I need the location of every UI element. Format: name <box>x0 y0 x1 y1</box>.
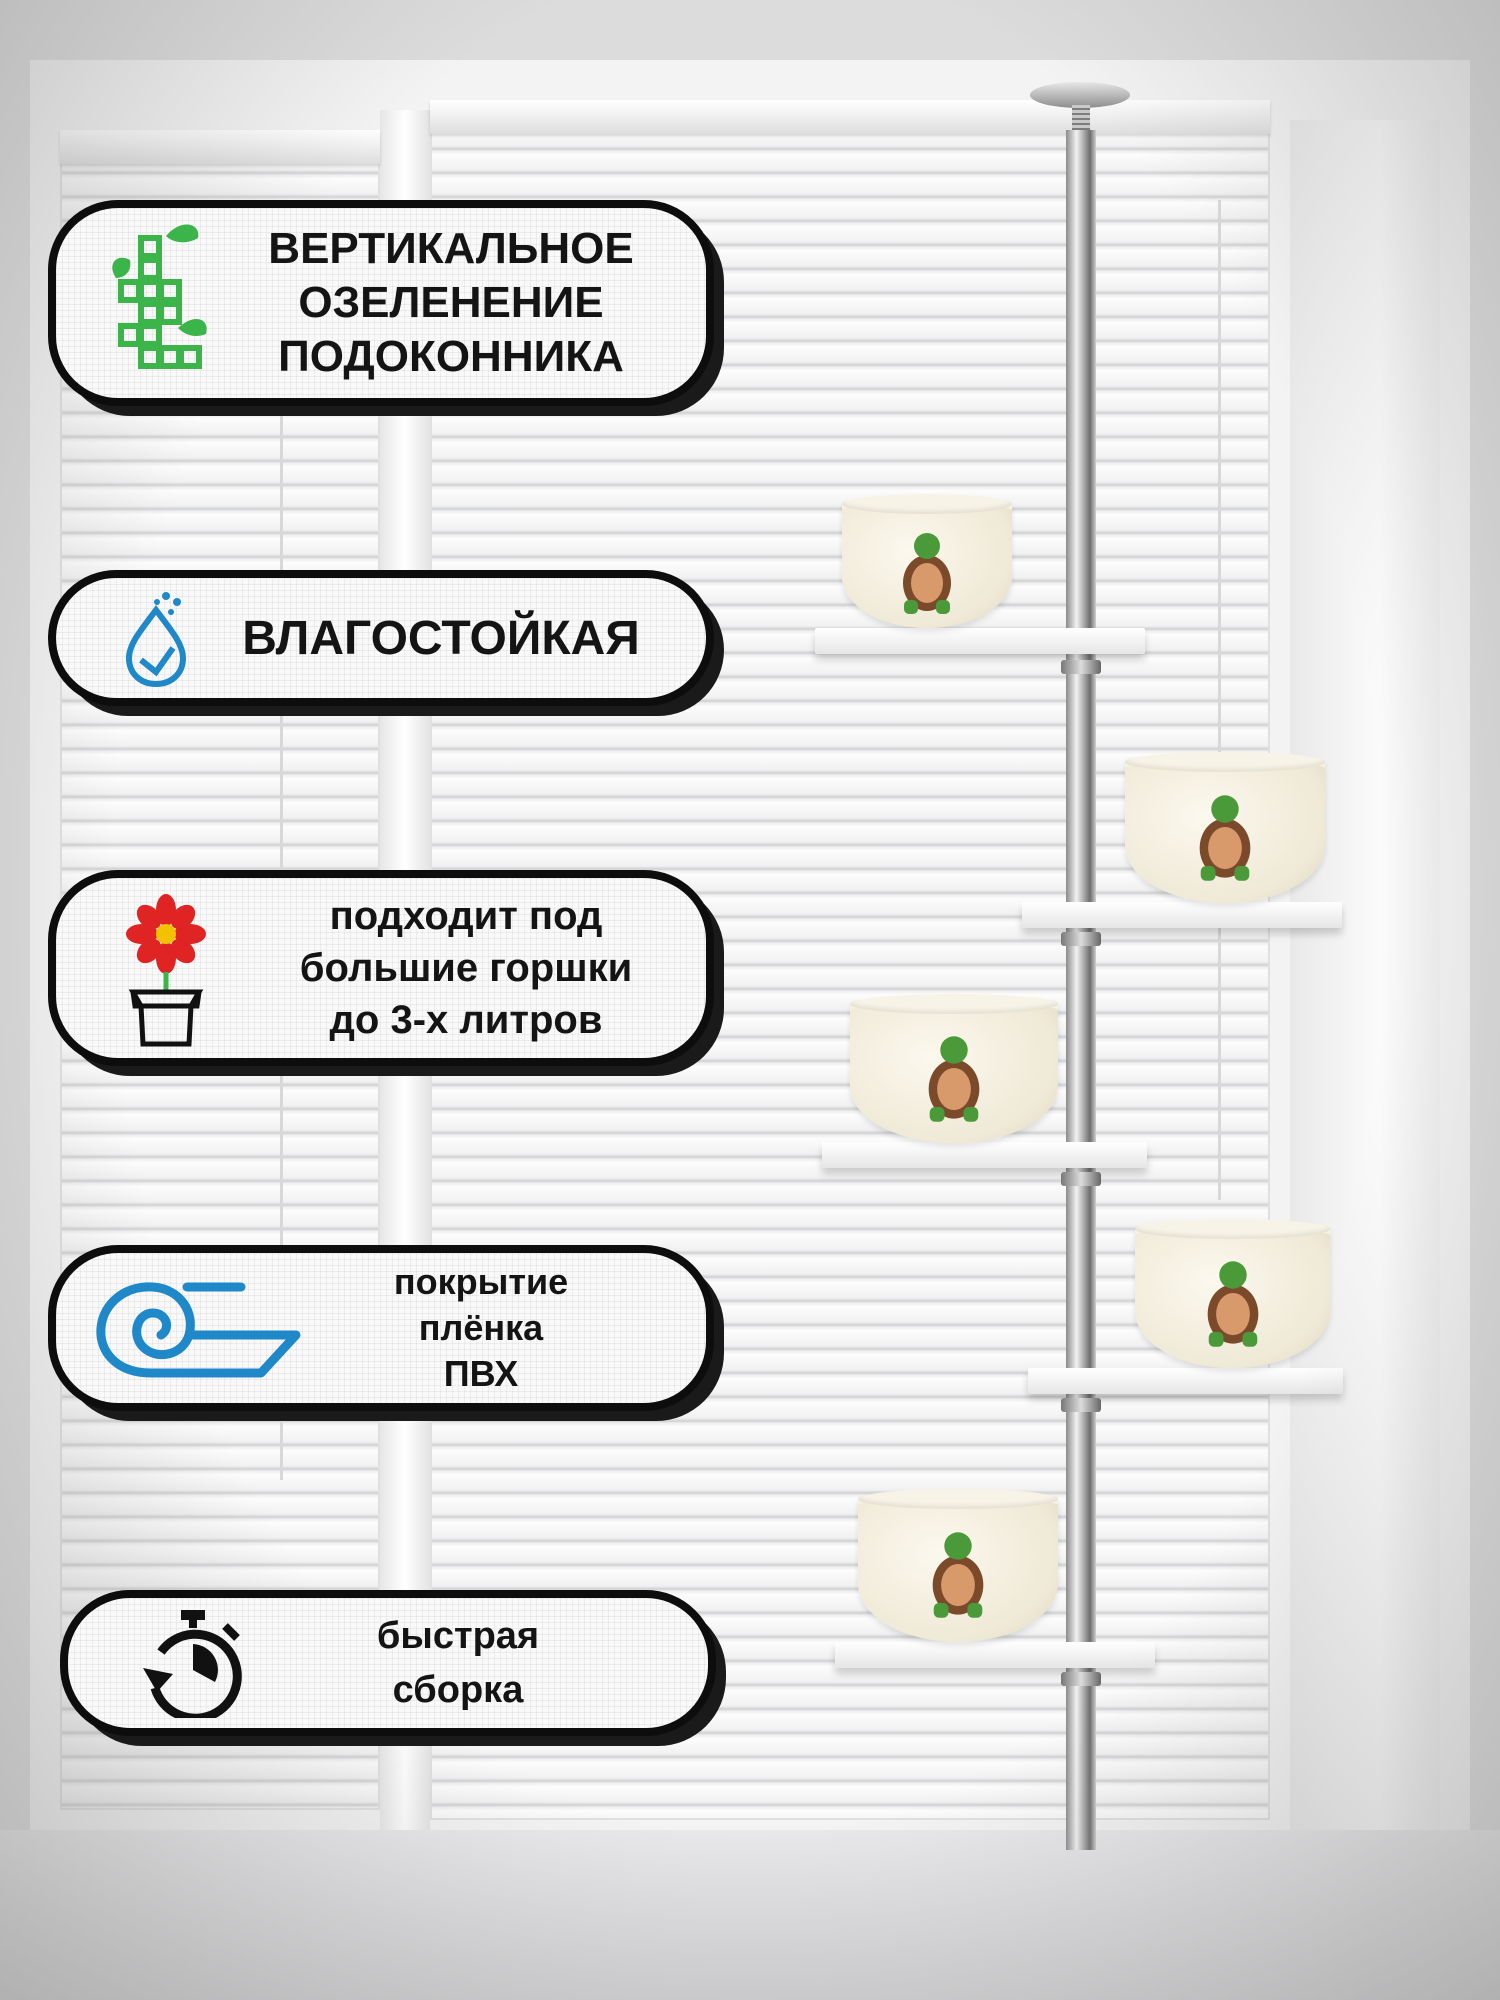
feature-line: ВЕРТИКАЛЬНОЕ <box>268 224 634 273</box>
window-recess <box>1290 120 1440 1840</box>
feature-card-pvc-film: покрытие плёнка ПВХ <box>48 1245 714 1411</box>
feature-text: быстрая сборка <box>308 1598 608 1728</box>
feature-card-quick-assembly: быстрая сборка <box>60 1590 716 1736</box>
flower-pot <box>1125 752 1325 903</box>
water-drop-icon <box>111 588 201 688</box>
flower-pot <box>842 494 1012 628</box>
feature-line: плёнка <box>418 1307 544 1348</box>
pole-collar <box>1061 1398 1101 1412</box>
flower-pot <box>850 994 1058 1143</box>
shelf <box>815 628 1145 654</box>
film-roll-icon <box>91 1273 301 1383</box>
vertical-garden-icon <box>106 218 216 388</box>
flower-pot <box>1135 1219 1330 1368</box>
turtle-icon <box>932 1532 984 1619</box>
blind-cord <box>1218 200 1221 1200</box>
feature-card-moisture-resistant: ВЛАГОСТОЙКАЯ <box>48 570 714 706</box>
feature-card-vertical-greening: ВЕРТИКАЛЬНОЕ ОЗЕЛЕНЕНИЕ ПОДОКОННИКА <box>48 200 714 406</box>
feature-line: ОЗЕЛЕНЕНИЕ <box>298 278 604 327</box>
turtle-icon <box>928 1036 980 1123</box>
feature-line: сборка <box>392 1669 524 1711</box>
pole-collar <box>1061 1672 1101 1686</box>
feature-line: до 3-х литров <box>329 998 603 1042</box>
shelf <box>1028 1368 1343 1394</box>
feature-line: быстрая <box>376 1615 540 1657</box>
pole-collar <box>1061 932 1101 946</box>
chrome-pole <box>1066 130 1096 1850</box>
feature-card-large-pots: подходит под большие горшки до 3-х литро… <box>48 870 714 1066</box>
feature-text: ВЕРТИКАЛЬНОЕ ОЗЕЛЕНЕНИЕ ПОДОКОННИКА <box>226 208 676 398</box>
flower-pot <box>858 1489 1058 1642</box>
stopwatch-icon <box>133 1608 253 1718</box>
feature-line: подходит под <box>329 894 603 938</box>
turtle-icon <box>903 533 951 615</box>
feature-line: покрытие <box>393 1261 569 1302</box>
feature-text: ВЛАГОСТОЙКАЯ <box>206 578 676 698</box>
blind-rail-right <box>430 100 1270 134</box>
feature-line: ВЛАГОСТОЙКАЯ <box>242 611 640 665</box>
pole-collar <box>1061 660 1101 674</box>
feature-text: покрытие плёнка ПВХ <box>306 1253 656 1403</box>
window-sill <box>0 1830 1500 2000</box>
feature-line: большие горшки <box>299 946 633 990</box>
turtle-icon <box>1199 795 1251 881</box>
feature-text: подходит под большие горшки до 3-х литро… <box>246 878 686 1058</box>
shelf <box>822 1142 1147 1168</box>
feature-line: ПВХ <box>443 1353 519 1394</box>
flower-pot-icon <box>111 888 221 1048</box>
shelf <box>835 1642 1155 1668</box>
pole-collar <box>1061 1172 1101 1186</box>
blind-rail-left <box>60 130 380 164</box>
feature-line: ПОДОКОННИКА <box>278 332 624 381</box>
shelf <box>1022 902 1342 928</box>
turtle-icon <box>1207 1261 1258 1348</box>
